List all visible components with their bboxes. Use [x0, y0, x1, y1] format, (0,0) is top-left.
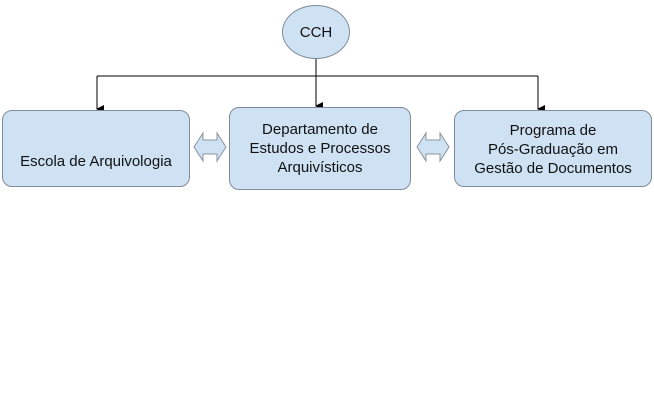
node-label: CCH: [299, 23, 333, 41]
node-cch: CCH: [282, 5, 350, 59]
double-arrow-right: [416, 131, 450, 163]
node-departamento: Departamento de Estudos e Processos Arqu…: [229, 107, 411, 190]
node-escola-arquivologia: Escola de Arquivologia: [2, 110, 190, 187]
node-label-line: Pós-Graduação em: [487, 141, 619, 158]
node-label-line: Departamento de: [262, 121, 378, 138]
node-label-line: Arquivísticos: [277, 159, 363, 176]
node-label-line: Estudos e Processos: [249, 140, 391, 157]
double-arrow-left: [193, 131, 227, 163]
node-label: Escola de Arquivologia: [20, 153, 172, 170]
node-label-line: Programa de: [509, 122, 597, 139]
node-programa-pos-graduacao: Programa de Pós-Graduação em Gestão de D…: [454, 110, 652, 187]
node-label-line: Gestão de Documentos: [474, 160, 632, 177]
